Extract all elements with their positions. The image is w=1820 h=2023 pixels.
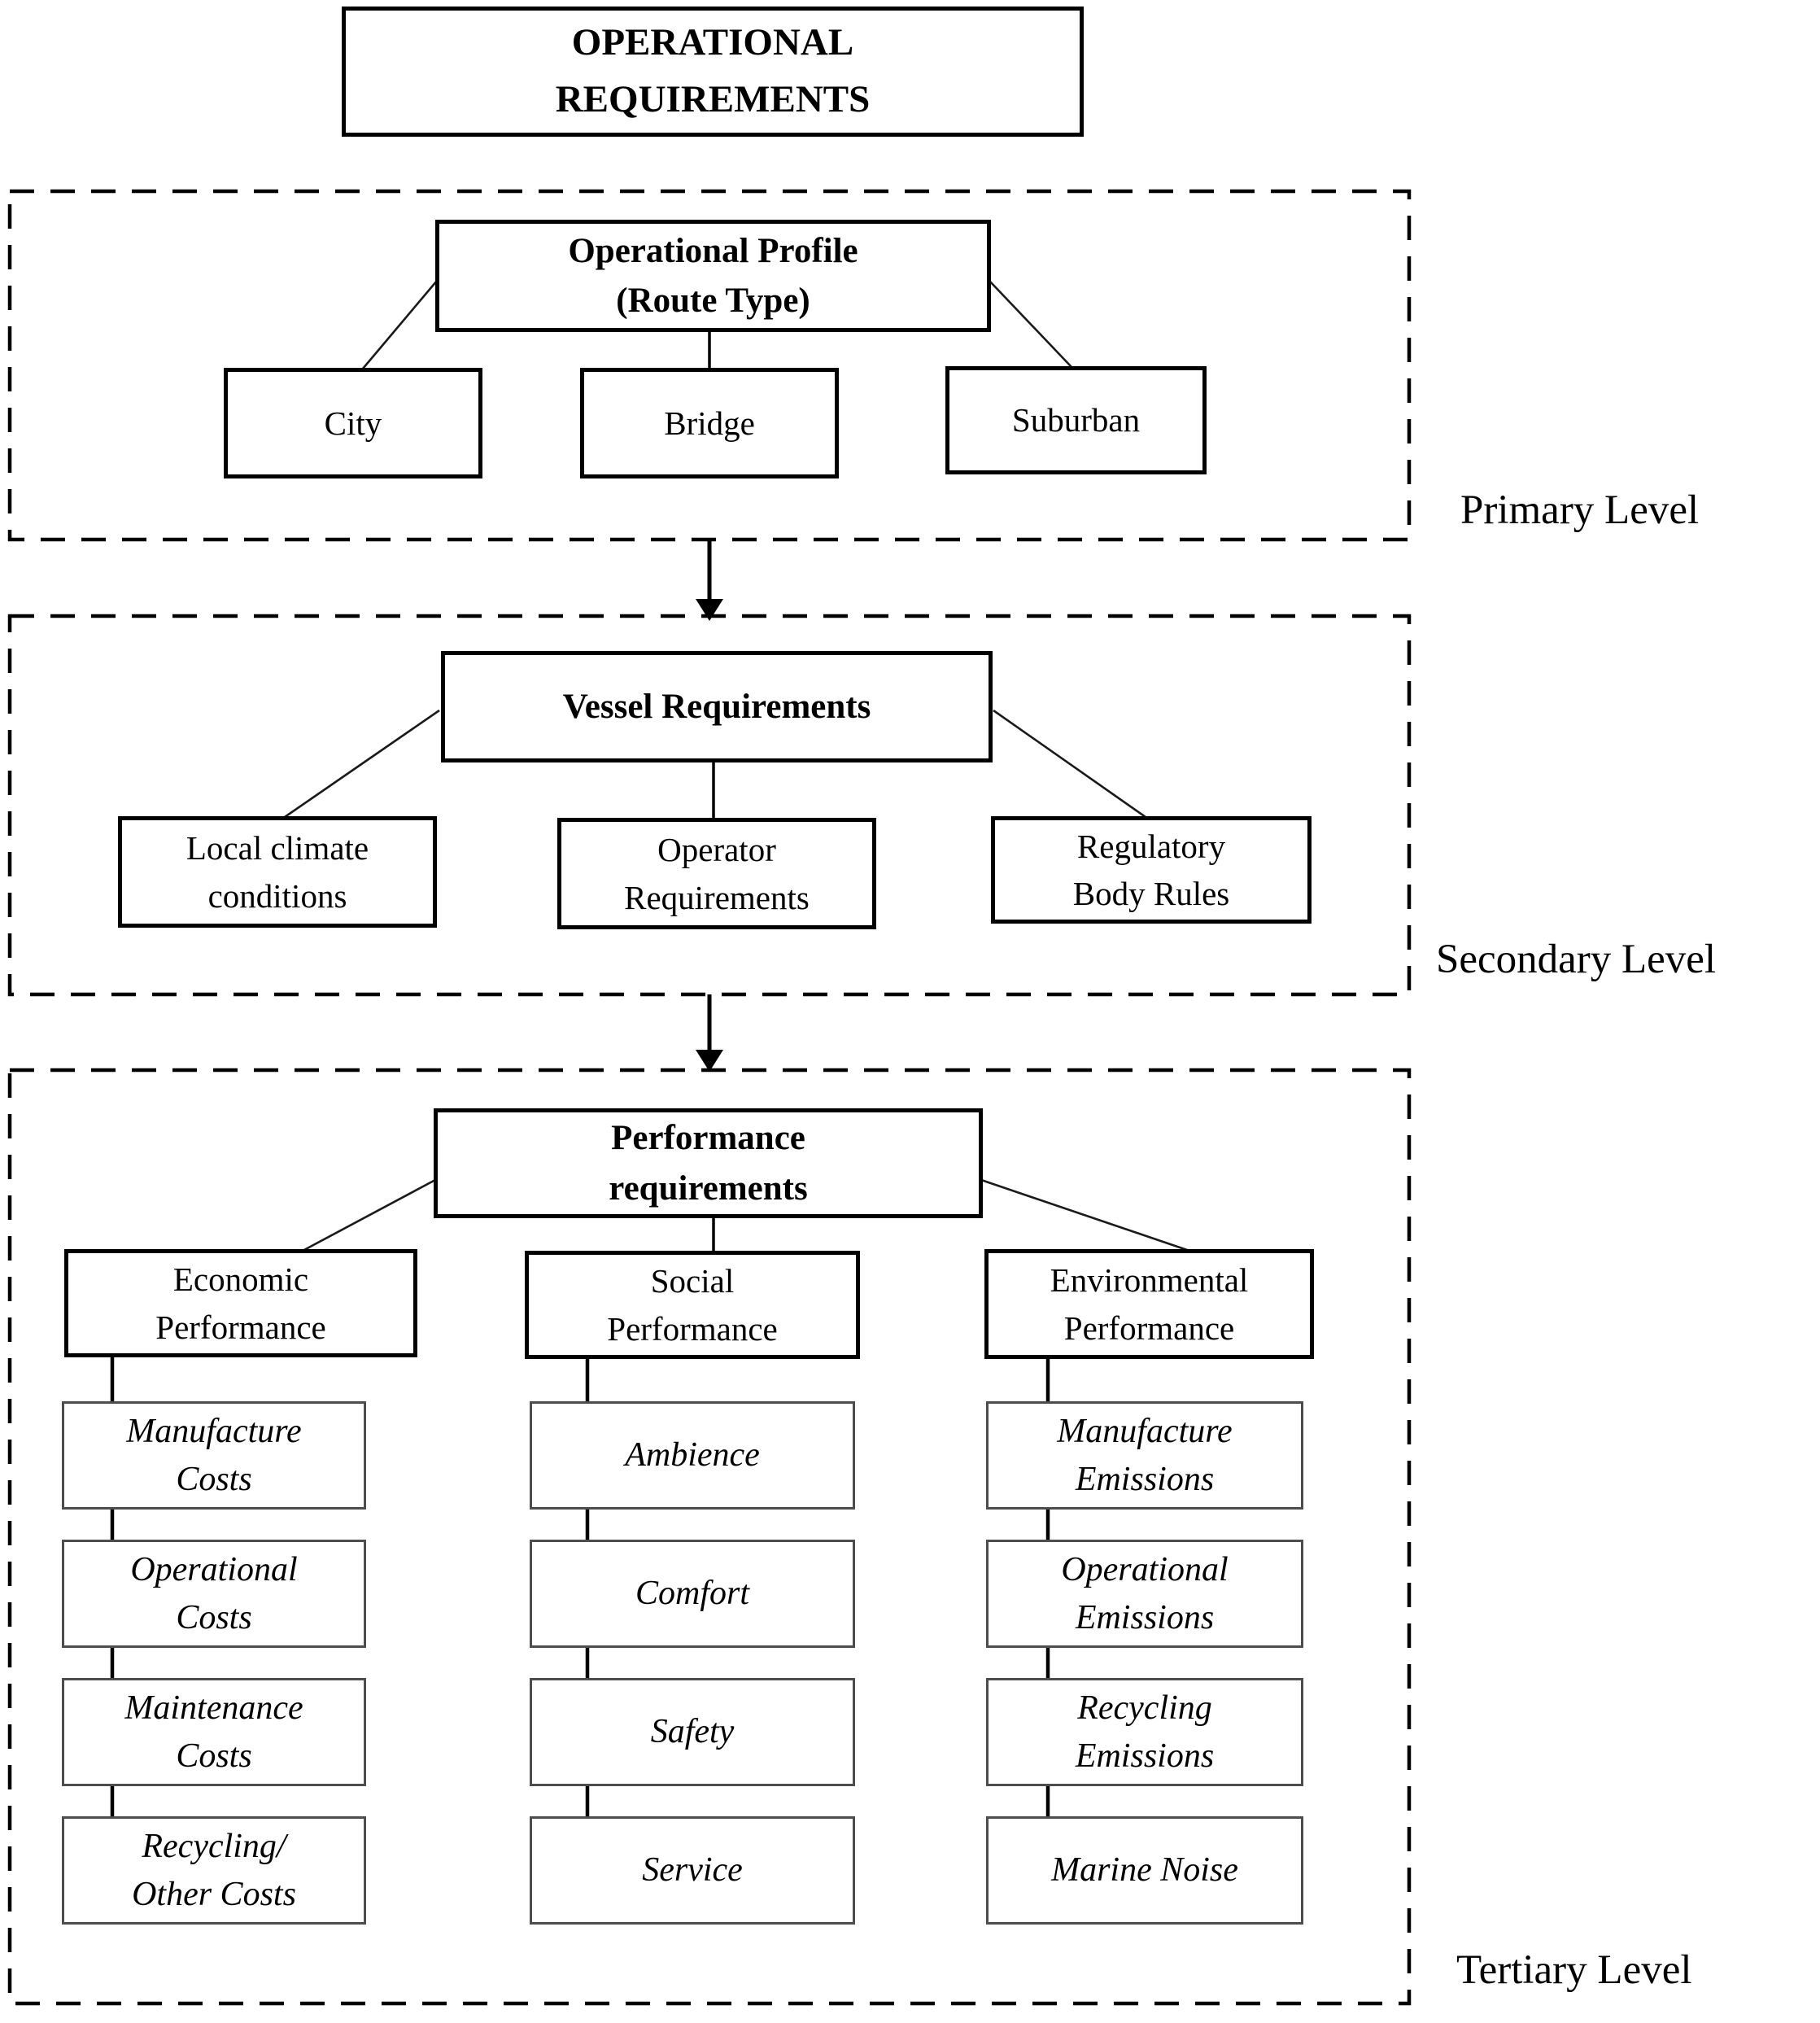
primary-level-label: Primary Level — [1460, 487, 1700, 533]
recycling-emissions-box: Recycling Emissions — [986, 1678, 1303, 1786]
title-box: OPERATIONAL REQUIREMENTS — [342, 7, 1084, 137]
safety-box: Safety — [530, 1678, 855, 1786]
environmental-performance-box: Environmental Performance — [984, 1249, 1314, 1359]
flow-arrow-head — [696, 1050, 723, 1072]
ambience-box: Ambience — [530, 1401, 855, 1510]
operational-costs-box: Operational Costs — [62, 1540, 366, 1648]
operational-profile-box: Operational Profile (Route Type) — [435, 220, 991, 332]
economic-performance-box: Economic Performance — [64, 1249, 417, 1357]
bridge-box: Bridge — [580, 368, 839, 478]
local-climate-box: Local climate conditions — [118, 816, 437, 928]
operational-emissions-box: Operational Emissions — [986, 1540, 1303, 1648]
comfort-box: Comfort — [530, 1540, 855, 1648]
connector — [302, 1178, 436, 1252]
city-box: City — [224, 368, 482, 478]
marine-noise-box: Marine Noise — [986, 1816, 1303, 1925]
service-box: Service — [530, 1816, 855, 1925]
connector — [993, 709, 1146, 819]
secondary-level-label: Secondary Level — [1436, 937, 1717, 982]
recycling-other-costs-box: Recycling/ Other Costs — [62, 1816, 366, 1925]
manufacture-emissions-box: Manufacture Emissions — [986, 1401, 1303, 1510]
title-text: OPERATIONAL REQUIREMENTS — [555, 21, 871, 120]
maintenance-costs-box: Maintenance Costs — [62, 1678, 366, 1786]
tertiary-level-label: Tertiary Level — [1456, 1947, 1692, 1993]
flow-arrow-head — [696, 599, 723, 621]
operator-requirements-box: Operator Requirements — [557, 818, 876, 929]
manufacture-costs-box: Manufacture Costs — [62, 1401, 366, 1510]
connector — [980, 1178, 1190, 1252]
regulatory-body-rules-box: Regulatory Body Rules — [991, 816, 1312, 924]
connector — [284, 709, 440, 819]
vessel-requirements-box: Vessel Requirements — [441, 651, 993, 762]
performance-requirements-box: Performance requirements — [434, 1108, 983, 1218]
suburban-box: Suburban — [945, 366, 1207, 474]
connector — [989, 280, 1072, 368]
social-performance-box: Social Performance — [525, 1251, 860, 1359]
connector — [362, 280, 438, 369]
